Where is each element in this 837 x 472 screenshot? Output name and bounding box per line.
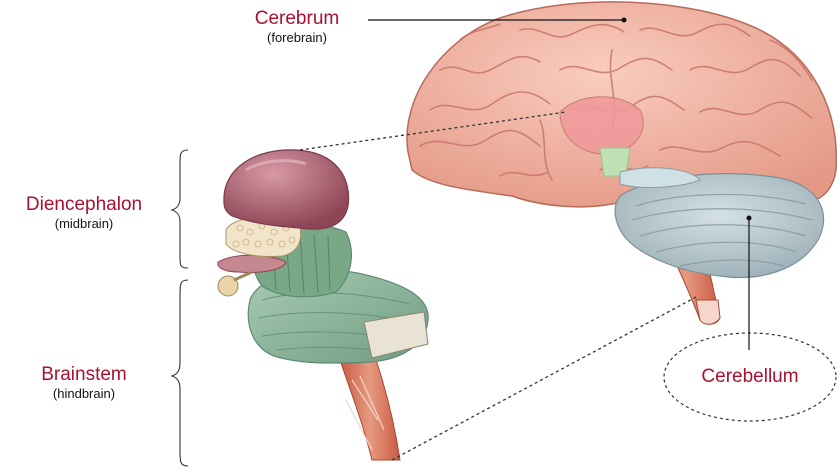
brainstem-subtitle: (hindbrain) <box>4 386 164 402</box>
cerebrum-subtitle: (forebrain) <box>234 30 360 46</box>
lower-dashed-connector <box>392 296 698 460</box>
brainstem-brace <box>172 280 188 466</box>
detail-illustration <box>218 150 428 460</box>
diencephalon-title: Diencephalon <box>4 194 164 216</box>
diencephalon-brace <box>172 150 188 268</box>
brain-illustration <box>407 2 836 324</box>
diencephalon-label: Diencephalon (midbrain) <box>4 194 164 232</box>
diencephalon-subtitle: (midbrain) <box>4 216 164 232</box>
cerebrum-pointer-dot <box>622 18 627 23</box>
cerebellum-title: Cerebellum <box>670 366 830 388</box>
cerebrum-label: Cerebrum (forebrain) <box>234 8 360 46</box>
cerebellum-shape <box>615 174 824 278</box>
brainstem-label: Brainstem (hindbrain) <box>4 364 164 402</box>
brainstem-title: Brainstem <box>4 364 164 386</box>
cerebrum-title: Cerebrum <box>234 8 360 30</box>
cerebellum-label: Cerebellum <box>670 366 830 388</box>
cerebellum-pointer-dot <box>747 216 752 221</box>
